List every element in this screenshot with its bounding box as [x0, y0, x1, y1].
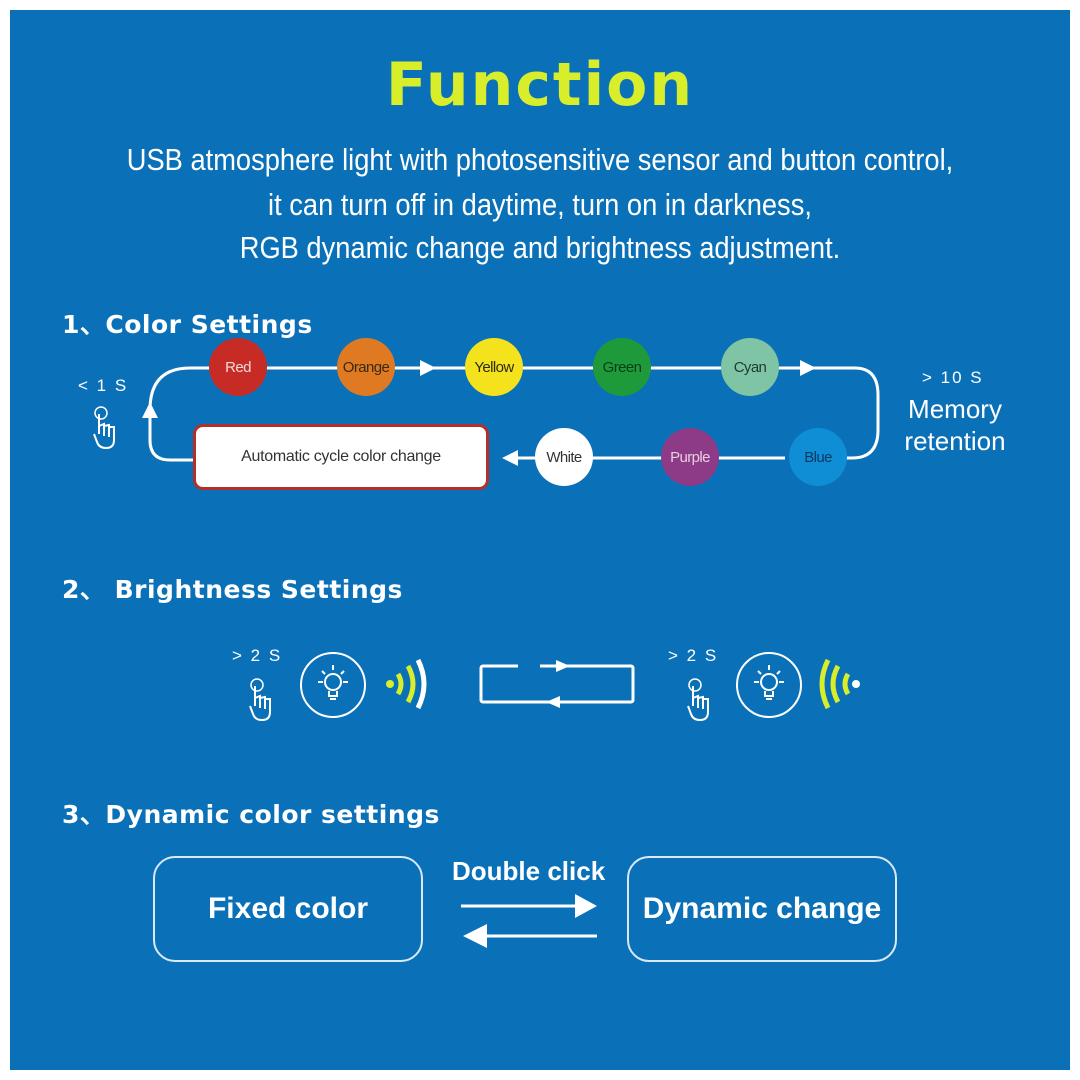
description-line-1: USB atmosphere light with photosensitive…	[126, 142, 954, 177]
color-dot-blue: Blue	[789, 428, 847, 486]
swap-arrows-icon	[461, 894, 597, 948]
bulb-icon	[300, 652, 366, 718]
color-dot-purple: Purple	[661, 428, 719, 486]
color-dot-yellow: Yellow	[465, 338, 523, 396]
hand-press-icon	[249, 678, 271, 722]
auto-cycle-box: Automatic cycle color change	[193, 424, 489, 490]
press-right-label: > 2 S	[668, 646, 719, 665]
dynamic-change-box: Dynamic change	[627, 856, 897, 962]
toggle-arrows-icon	[479, 660, 635, 708]
bulb-icon	[736, 652, 802, 718]
arrow-up-icon	[142, 402, 158, 418]
press-short-label: < 1 S	[78, 376, 129, 395]
section-color-settings-heading: 1、Color Settings	[62, 310, 313, 339]
arrow-right-icon	[800, 360, 816, 376]
description-line-3: RGB dynamic change and brightness adjust…	[239, 230, 841, 265]
color-dot-orange: Orange	[337, 338, 395, 396]
description-line-2: it can turn off in daytime, turn on in d…	[268, 187, 812, 222]
color-dot-green: Green	[593, 338, 651, 396]
color-dot-white: White	[535, 428, 593, 486]
press-left-label: > 2 S	[232, 646, 283, 665]
memory-retention-label: Memory retention	[904, 394, 1006, 456]
press-long-label: > 10 S	[922, 368, 984, 387]
double-click-label: Double click	[452, 856, 606, 886]
signal-waves-icon	[386, 658, 427, 710]
section-brightness-heading: 2、 Brightness Settings	[62, 575, 403, 604]
function-panel	[10, 10, 1070, 1070]
signal-waves-reverse-icon	[819, 658, 860, 710]
color-dot-red: Red	[209, 338, 267, 396]
section-dynamic-heading: 3、Dynamic color settings	[62, 800, 440, 829]
arrow-right-icon	[420, 360, 436, 376]
color-dot-cyan: Cyan	[721, 338, 779, 396]
arrow-left-icon	[502, 450, 518, 466]
page-title: Function	[385, 50, 695, 120]
hand-press-icon	[93, 406, 115, 450]
fixed-color-box: Fixed color	[153, 856, 423, 962]
hand-press-icon	[687, 678, 709, 722]
